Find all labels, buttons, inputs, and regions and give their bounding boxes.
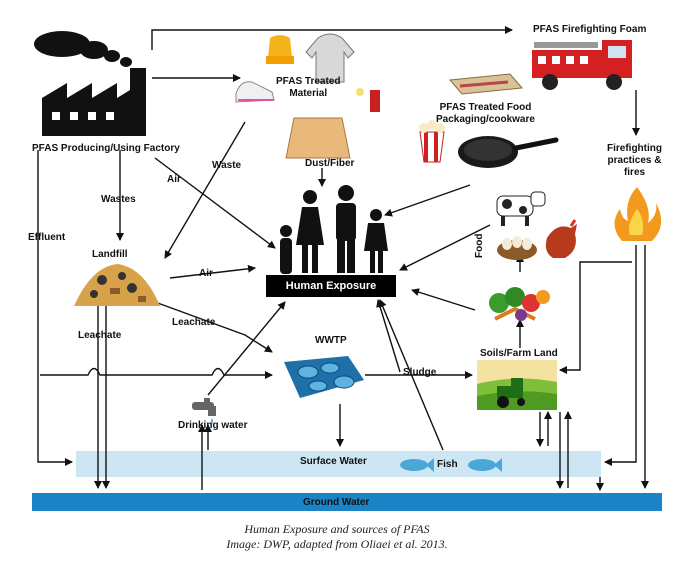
treated-material-icons bbox=[235, 33, 380, 159]
landfill-label: Landfill bbox=[92, 249, 128, 260]
ground-water-band bbox=[32, 493, 662, 511]
soils-label: Soils/Farm Land bbox=[480, 348, 558, 359]
treated-material-label: PFAS Treated Material bbox=[276, 76, 341, 99]
fish-icon bbox=[400, 458, 502, 472]
fire-truck-icon bbox=[532, 40, 632, 90]
arrow-leachate-wwtp bbox=[154, 301, 273, 353]
arrow-fish-human bbox=[379, 299, 444, 451]
wwtp-icon bbox=[284, 356, 364, 398]
sludge-label: Sludge bbox=[403, 367, 437, 378]
air-landfill-label: Air bbox=[199, 268, 213, 279]
ground-water-label: Ground Water bbox=[303, 497, 370, 508]
food-animals-icon bbox=[496, 191, 577, 260]
firefighting-label: Firefighting practices & fires bbox=[607, 143, 662, 178]
human-exposure-box: Human Exposure bbox=[266, 275, 396, 297]
arrow-effluent bbox=[37, 150, 73, 466]
arrow-air-factory bbox=[154, 157, 276, 249]
surface-water-label: Surface Water bbox=[300, 456, 367, 467]
human-family-icon bbox=[280, 185, 388, 274]
fish-label: Fish bbox=[437, 459, 458, 470]
foam-label: PFAS Firefighting Foam bbox=[533, 24, 647, 35]
arrow-line-to-wwtp bbox=[40, 367, 273, 379]
leachate-wwtp-label: Leachate bbox=[172, 317, 216, 328]
leachate-down-label: Leachate bbox=[78, 330, 122, 341]
arrow-sludge-human bbox=[376, 299, 401, 373]
surface-water-band bbox=[76, 451, 601, 477]
dust-fiber-label: Dust/Fiber bbox=[305, 158, 355, 169]
wastes-label: Wastes bbox=[101, 194, 136, 205]
caption-line-2: Image: DWP, adapted from Oliaei et al. 2… bbox=[226, 537, 448, 551]
arrow-waste bbox=[164, 121, 246, 259]
arrow-crops-human bbox=[411, 288, 476, 311]
arrow-air-landfill bbox=[169, 264, 256, 279]
food-packaging-label: PFAS Treated Food Packaging/cookware bbox=[436, 102, 535, 125]
arrow-factory-to-foam bbox=[151, 26, 513, 50]
landfill-icon bbox=[74, 264, 160, 306]
factory-icon bbox=[34, 31, 146, 136]
arrow-cookware-human bbox=[384, 184, 471, 217]
farm-land-icon bbox=[477, 360, 557, 410]
figure-caption: Human Exposure and sources of PFAS Image… bbox=[0, 522, 674, 552]
arrow-fire-surface bbox=[604, 245, 637, 466]
food-packaging-icons bbox=[419, 73, 559, 168]
waste-label: Waste bbox=[212, 160, 242, 171]
factory-label: PFAS Producing/Using Factory bbox=[32, 143, 180, 154]
food-label: Food bbox=[474, 233, 485, 258]
arrow-fire-soils bbox=[559, 261, 632, 374]
effluent-label: Effluent bbox=[28, 232, 66, 243]
drinking-water-label: Drinking water bbox=[178, 420, 248, 431]
arrow-drinking-human bbox=[207, 301, 286, 396]
vegetables-icon bbox=[489, 287, 550, 321]
faucet-icon bbox=[192, 398, 216, 424]
wwtp-label: WWTP bbox=[315, 335, 347, 346]
caption-line-1: Human Exposure and sources of PFAS bbox=[244, 522, 430, 536]
fire-icon bbox=[614, 187, 662, 241]
air-factory-label: Air bbox=[167, 174, 181, 185]
arrow-food-human bbox=[399, 224, 491, 271]
